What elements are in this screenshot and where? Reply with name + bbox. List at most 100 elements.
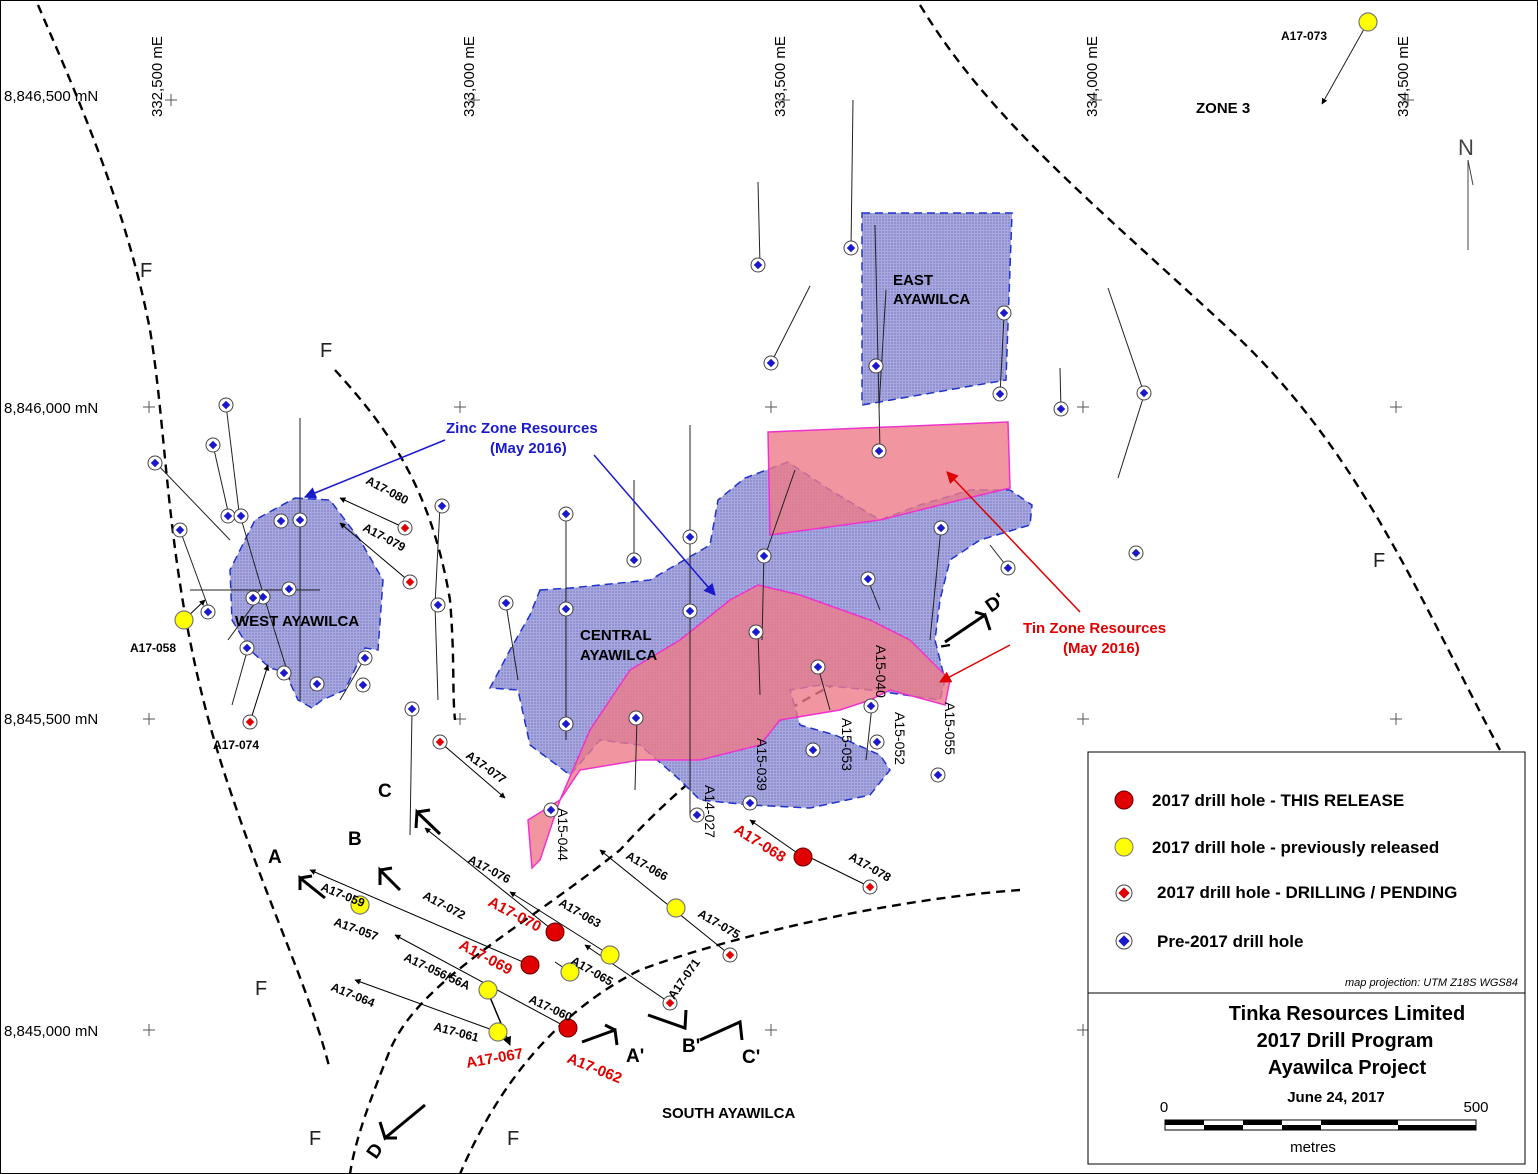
hole-marker[interactable] [860, 571, 876, 587]
legend-item: 2017 drill hole - THIS RELEASE [1152, 791, 1404, 810]
hole-marker[interactable] [933, 520, 949, 536]
hole-label: A17-066 [624, 848, 671, 883]
hole-marker[interactable] [682, 603, 698, 619]
hole-marker[interactable] [172, 522, 188, 538]
easting-label: 333,000 mE [461, 36, 478, 117]
hole-marker[interactable] [763, 355, 779, 371]
hole-marker[interactable] [863, 698, 879, 714]
hole-marker[interactable] [756, 548, 772, 564]
fault-label: F [1373, 550, 1385, 572]
hole-marker[interactable] [434, 498, 450, 514]
hole-marker[interactable] [1358, 12, 1378, 32]
hole-marker[interactable] [498, 595, 514, 611]
hole-marker[interactable] [430, 597, 446, 613]
hole-marker[interactable] [560, 962, 580, 982]
hole-marker[interactable] [862, 879, 878, 895]
previously-released-holes [174, 12, 1378, 1042]
hole-marker[interactable] [626, 552, 642, 568]
hole-marker[interactable] [478, 980, 498, 1000]
hole-marker[interactable] [147, 455, 163, 471]
hole-marker[interactable] [520, 955, 540, 975]
hole-marker[interactable] [397, 520, 413, 536]
zinc-arrow-west [303, 439, 446, 499]
hole-marker[interactable] [242, 714, 258, 730]
zone-label-west: WEST AYAWILCA [235, 613, 359, 630]
tin-zone-north [767, 421, 1011, 536]
hole-marker[interactable] [239, 640, 255, 656]
hole-label: A17-062 [565, 1050, 625, 1087]
hole-marker[interactable] [205, 437, 221, 453]
pre-2017-labels: A15-044 A14-027 A15-039 A15-053 A15-040 … [555, 645, 958, 861]
hole-label: A17-075 [696, 906, 743, 941]
northing-label: 8,845,500 mN [4, 711, 98, 728]
hole-marker[interactable] [350, 895, 370, 915]
hole-marker[interactable] [218, 397, 234, 413]
hole-marker[interactable] [992, 386, 1008, 402]
hole-marker[interactable] [600, 945, 620, 965]
hole-marker[interactable] [843, 240, 859, 256]
hole-marker[interactable] [402, 574, 418, 590]
hole-marker[interactable] [558, 506, 574, 522]
title-line: Ayawilca Project [1268, 1057, 1427, 1079]
hole-label: A17-073 [1281, 29, 1327, 43]
hole-marker[interactable] [748, 624, 764, 640]
hole-marker[interactable] [543, 802, 559, 818]
hole-marker[interactable] [292, 512, 308, 528]
hole-marker[interactable] [869, 734, 885, 750]
hole-marker[interactable] [281, 581, 297, 597]
hole-marker[interactable] [750, 257, 766, 273]
hole-marker[interactable] [742, 795, 758, 811]
hole-marker[interactable] [273, 513, 289, 529]
hole-marker[interactable] [355, 677, 371, 693]
hole-marker[interactable] [545, 922, 565, 942]
hole-marker[interactable] [868, 358, 884, 374]
hole-marker[interactable] [1128, 545, 1144, 561]
hole-marker[interactable] [432, 734, 448, 750]
hole-marker[interactable] [930, 767, 946, 783]
hole-marker[interactable] [558, 1018, 578, 1038]
tin-resources-date: (May 2016) [1063, 640, 1140, 657]
hole-marker[interactable] [404, 701, 420, 717]
hole-marker[interactable] [558, 716, 574, 732]
hole-marker[interactable] [1136, 385, 1152, 401]
hole-marker[interactable] [628, 710, 644, 726]
tin-arrow-central [938, 644, 1011, 683]
hole-marker[interactable] [1000, 560, 1016, 576]
hole-marker[interactable] [309, 676, 325, 692]
scale-max: 500 [1463, 1099, 1488, 1116]
hole-marker[interactable] [357, 650, 373, 666]
hole-marker[interactable] [871, 443, 887, 459]
hole-marker[interactable] [793, 847, 813, 867]
hole-marker[interactable] [558, 601, 574, 617]
hole-marker[interactable] [662, 995, 678, 1011]
hole-marker[interactable] [682, 529, 698, 545]
legend-previously-released-icon [1114, 837, 1134, 857]
hole-marker[interactable] [689, 807, 705, 823]
hole-marker[interactable] [666, 898, 686, 918]
pre-2017-holes [147, 240, 1152, 823]
hole-marker[interactable] [255, 589, 271, 605]
hole-marker[interactable] [276, 665, 292, 681]
hole-marker[interactable] [722, 947, 738, 963]
hole-label: A17-057 [332, 915, 380, 944]
hole-label: A15-055 [942, 702, 958, 755]
legend-item: Pre-2017 drill hole [1157, 932, 1303, 951]
hole-marker[interactable] [174, 610, 194, 630]
hole-marker[interactable] [233, 508, 249, 524]
hole-marker[interactable] [1053, 401, 1069, 417]
hole-label: A15-052 [892, 712, 908, 765]
hole-marker[interactable] [200, 604, 216, 620]
hole-marker[interactable] [220, 508, 236, 524]
hole-label: A17-067 [465, 1045, 525, 1072]
hole-marker[interactable] [245, 590, 261, 606]
scale-bar [1164, 1119, 1477, 1131]
zone-label-zone3: ZONE 3 [1196, 100, 1250, 117]
hole-marker[interactable] [810, 659, 826, 675]
hole-marker[interactable] [488, 1022, 508, 1042]
fault-label: F [255, 978, 267, 1000]
hole-marker[interactable] [805, 742, 821, 758]
hole-marker[interactable] [996, 305, 1012, 321]
fault-label: F [140, 260, 152, 282]
